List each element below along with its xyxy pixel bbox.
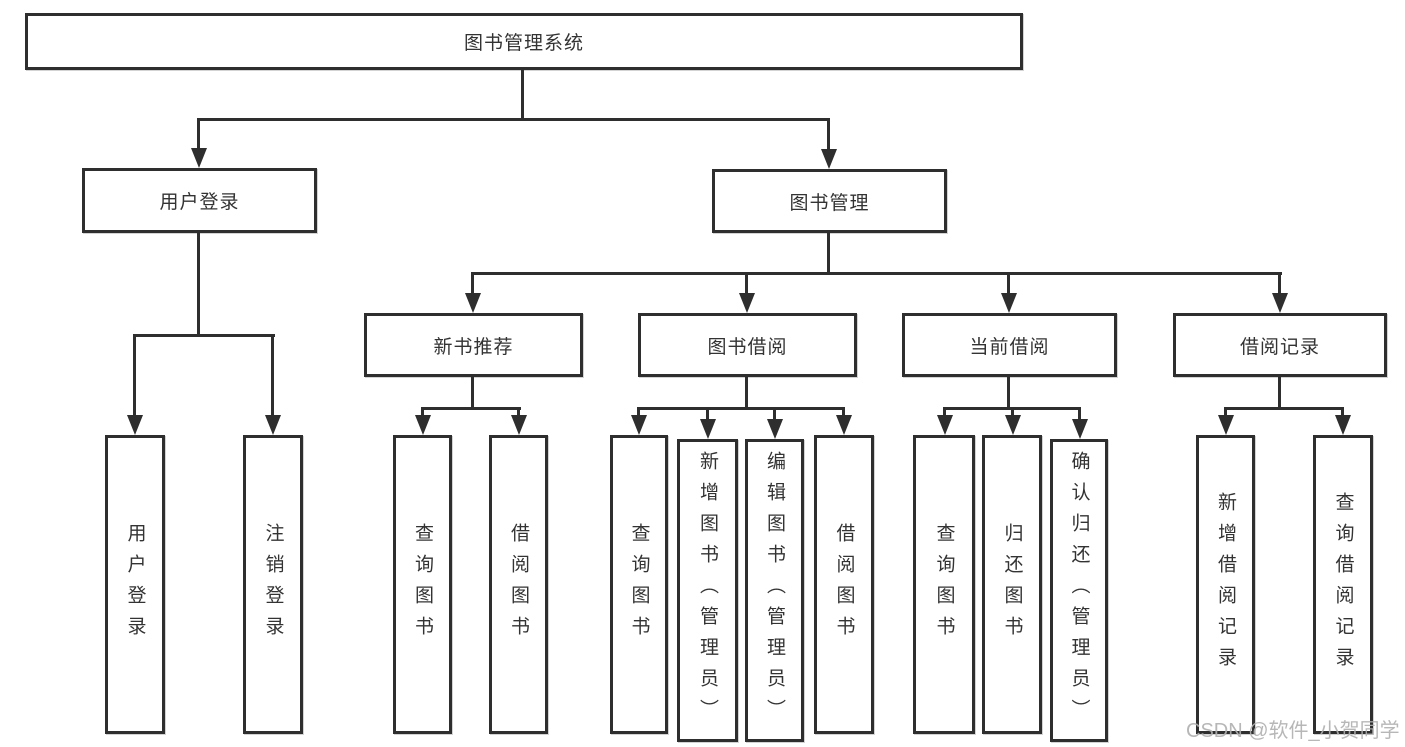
arrow-down-icon [631,415,647,435]
arrow-down-icon [836,415,852,435]
arrow-down-icon [511,415,527,435]
connector-line [197,233,200,334]
node-book-borrow: 图书借阅 [638,313,857,377]
connector-line [745,272,748,294]
connector-line [472,272,1282,275]
arrow-down-icon [1218,415,1234,435]
leaf-edit-book-admin: 编辑图书（管理员） [745,439,804,742]
connector-line [134,334,275,337]
leaf-query-books-current: 查询图书 [913,435,975,734]
connector-line [638,407,845,410]
csdn-watermark: CSDN @软件_小贺同学 [1186,720,1400,742]
arrow-down-icon [465,293,481,313]
connector-line [1225,407,1343,410]
arrow-down-icon [1001,293,1017,313]
connector-line [1341,407,1344,417]
node-book-management: 图书管理 [712,169,947,233]
connector-line [471,272,474,294]
connector-line [1007,377,1010,407]
node-root: 图书管理系统 [25,13,1023,70]
leaf-borrow-books-borrow: 借阅图书 [814,435,874,734]
connector-line [521,70,524,118]
arrow-down-icon [265,415,281,435]
connector-line [1278,377,1281,407]
leaf-return-books: 归还图书 [982,435,1042,734]
leaf-borrow-books-recommend: 借阅图书 [489,435,548,734]
node-current-borrow: 当前借阅 [902,313,1117,377]
node-new-book-recommend: 新书推荐 [364,313,583,377]
connector-line [271,334,274,416]
connector-line [133,334,136,416]
leaf-add-borrow-record: 新增借阅记录 [1196,435,1255,734]
leaf-query-borrow-record: 查询借阅记录 [1313,435,1373,734]
arrow-down-icon [739,293,755,313]
arrow-down-icon [1335,415,1351,435]
connector-line [842,407,845,417]
arrow-down-icon [1272,293,1288,313]
connector-line [706,407,709,420]
arrow-down-icon [191,148,207,168]
connector-line [471,377,474,407]
connector-line [1078,407,1081,420]
node-borrow-records: 借阅记录 [1173,313,1387,377]
connector-line [197,118,200,150]
connector-line [827,233,830,272]
arrow-down-icon [127,415,143,435]
connector-line [773,407,776,420]
connector-line [1007,272,1010,294]
leaf-query-books-recommend: 查询图书 [393,435,452,734]
connector-line [517,407,520,417]
arrow-down-icon [767,419,783,439]
connector-line [422,407,521,410]
connector-line [1278,272,1281,294]
leaf-query-books-borrow: 查询图书 [610,435,668,734]
connector-line [1224,407,1227,417]
arrow-down-icon [821,149,837,169]
connector-line [637,407,640,417]
arrow-down-icon [937,415,953,435]
connector-line [421,407,424,417]
connector-line [1011,407,1014,417]
node-user-login: 用户登录 [82,168,317,233]
leaf-confirm-return-admin: 确认归还（管理员） [1050,439,1108,742]
connector-line [745,377,748,407]
arrow-down-icon [415,415,431,435]
leaf-add-book-admin: 新增图书（管理员） [677,439,738,742]
arrow-down-icon [700,419,716,439]
leaf-user-login: 用户登录 [105,435,165,734]
connector-line [198,118,830,121]
leaf-logout: 注销登录 [243,435,303,734]
connector-line [943,407,946,417]
arrow-down-icon [1072,419,1088,439]
arrow-down-icon [1005,415,1021,435]
connector-line [827,118,830,150]
